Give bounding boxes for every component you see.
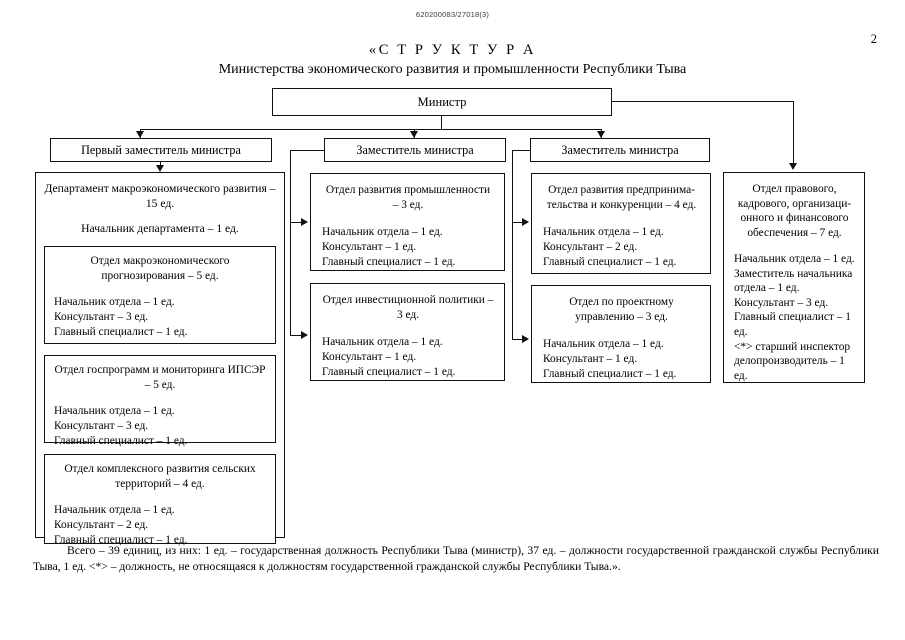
node-deputy-3-label: Заместитель министра (561, 142, 679, 157)
role-line: Консультант – 2 ед. (543, 241, 638, 253)
role-line: Главный специалист – 1 ед. (54, 534, 188, 546)
unit-title: Отдел правового, кадрового, организаци-о… (737, 183, 852, 239)
role-line: Консультант – 1 ед. (543, 353, 638, 365)
department-chief: Начальник департамента – 1 ед. (81, 222, 239, 235)
role-line: Консультант – 2 ед. (54, 519, 149, 531)
role-line: Начальник отдела – 1 ед. (543, 226, 664, 238)
unit-roles: Начальник отдела – 1 ед. Консультант – 3… (54, 295, 266, 340)
node-unit-investment-policy[interactable]: Отдел инвестиционной политики – 3 ед. На… (310, 283, 505, 381)
arrow-to-unit-2-1 (301, 218, 308, 226)
node-department-macroeconomic[interactable]: Департамент макроэкономического развития… (35, 172, 285, 546)
unit-roles: Начальник отдела – 1 ед. Консультант – 2… (543, 225, 700, 270)
node-unit-entrepreneurship-competition[interactable]: Отдел развития предпринима-тельства и ко… (531, 173, 711, 274)
connector-column2-to-unit2 (290, 335, 302, 337)
unit-title: Отдел комплексного развития сельских тер… (64, 463, 256, 490)
unit-roles: Начальник отдела – 1 ед. Заместитель нач… (734, 252, 855, 383)
role-line: Начальник отдела – 1 ед. (54, 504, 175, 516)
role-line: Главный специалист – 1 ед. (543, 256, 677, 268)
node-deputy-2[interactable]: Заместитель министра (324, 138, 506, 162)
node-unit-industry-development[interactable]: Отдел развития промышленности – 3 ед. На… (310, 173, 505, 271)
connector-minister-stem (441, 116, 443, 130)
unit-title: Отдел госпрограмм и мониторинга ИПСЭР – … (54, 364, 266, 391)
connector-column2-bus (290, 150, 292, 336)
role-line: Консультант – 3 ед. (54, 311, 149, 323)
node-unit-legal-hr-finance[interactable]: Отдел правового, кадрового, организаци-о… (723, 172, 865, 383)
unit-roles: Начальник отдела – 1 ед. Консультант – 3… (54, 404, 266, 449)
connector-column3-to-unit1 (512, 222, 523, 224)
connector-column2-to-unit1 (290, 222, 302, 224)
connector-deputy2-out (290, 150, 324, 152)
unit-title: Отдел развития промышленности – 3 ед. (325, 184, 491, 211)
node-unit-rural-development[interactable]: Отдел комплексного развития сельских тер… (44, 454, 276, 546)
role-line: Консультант – 3 ед. (54, 420, 149, 432)
arrow-to-deputy-2 (410, 131, 418, 138)
arrow-to-unit-4-1 (789, 163, 797, 170)
node-minister[interactable]: Министр (272, 88, 612, 116)
document-title-line-2: Министерства экономического развития и п… (218, 62, 687, 77)
arrow-to-unit-3-2 (522, 335, 529, 343)
role-line: Начальник отдела – 1 ед. (54, 296, 175, 308)
role-line: Начальник отдела – 1 ед. (543, 338, 664, 350)
role-line: Консультант – 3 ед. (734, 296, 829, 309)
page-number: 2 (870, 32, 877, 46)
node-deputy-first-label: Первый заместитель министра (81, 142, 241, 157)
unit-roles: Начальник отдела – 1 ед. Консультант – 1… (543, 337, 700, 382)
node-deputy-3[interactable]: Заместитель министра (530, 138, 710, 162)
role-line: <*> старший инспектор делопроизводитель … (734, 340, 851, 382)
footer-summary-text: Всего – 39 единиц, из них: 1 ед. – госуд… (33, 544, 879, 573)
role-line: Консультант – 1 ед. (322, 351, 417, 363)
connector-deputy3-out (512, 150, 530, 152)
role-line: Начальник отдела – 1 ед. (54, 405, 175, 417)
unit-roles: Начальник отдела – 1 ед. Консультант – 2… (54, 503, 266, 548)
unit-title: Отдел по проектному управлению – 3 ед. (569, 296, 674, 323)
document-title-line-1: «С Т Р У К Т У Р А (368, 42, 537, 58)
role-line: Главный специалист – 1 ед. (54, 435, 188, 447)
role-line: Начальник отдела – 1 ед. (322, 226, 443, 238)
node-unit-project-management[interactable]: Отдел по проектному управлению – 3 ед. Н… (531, 285, 711, 383)
arrow-to-deputy-3 (597, 131, 605, 138)
role-line: Начальник отдела – 1 ед. (322, 336, 443, 348)
connector-minister-right (612, 101, 794, 103)
role-line: Главный специалист – 1 ед. (543, 368, 677, 380)
role-line: Главный специалист – 1 ед. (54, 326, 188, 338)
arrow-to-deputy-first (136, 131, 144, 138)
node-unit-state-programs-ipser[interactable]: Отдел госпрограмм и мониторинга ИПСЭР – … (44, 355, 276, 447)
unit-title: Отдел инвестиционной политики – 3 ед. (322, 294, 494, 321)
document-code: 620200083/27018(3) (415, 10, 490, 19)
role-line: Главный специалист – 1 ед. (322, 256, 456, 268)
role-line: Консультант – 1 ед. (322, 241, 417, 253)
role-line: Главный специалист – 1 ед. (734, 311, 851, 338)
arrow-to-department (156, 165, 164, 172)
unit-roles: Начальник отдела – 1 ед. Консультант – 1… (322, 225, 494, 270)
unit-title: Отдел макроэкономического прогнозировани… (90, 255, 230, 282)
unit-roles: Начальник отдела – 1 ед. Консультант – 1… (322, 335, 494, 380)
role-line: Заместитель начальника отдела – 1 ед. (734, 267, 853, 295)
department-title: Департамент макроэкономического развития… (44, 182, 276, 210)
role-line: Главный специалист – 1 ед. (322, 366, 456, 378)
role-line: Начальник отдела – 1 ед. (734, 253, 855, 265)
connector-bus-horizontal (140, 129, 602, 131)
node-deputy-first[interactable]: Первый заместитель министра (50, 138, 272, 162)
node-deputy-2-label: Заместитель министра (356, 142, 474, 157)
arrow-to-unit-3-1 (522, 218, 529, 226)
connector-column4-stem (793, 101, 795, 165)
arrow-to-unit-2-2 (301, 331, 308, 339)
connector-column3-to-unit2 (512, 339, 523, 341)
connector-column3-bus (512, 150, 514, 340)
node-minister-label: Министр (417, 94, 467, 109)
unit-title: Отдел развития предпринима-тельства и ко… (546, 184, 697, 211)
node-unit-macroeconomic-forecasting[interactable]: Отдел макроэкономического прогнозировани… (44, 246, 276, 344)
